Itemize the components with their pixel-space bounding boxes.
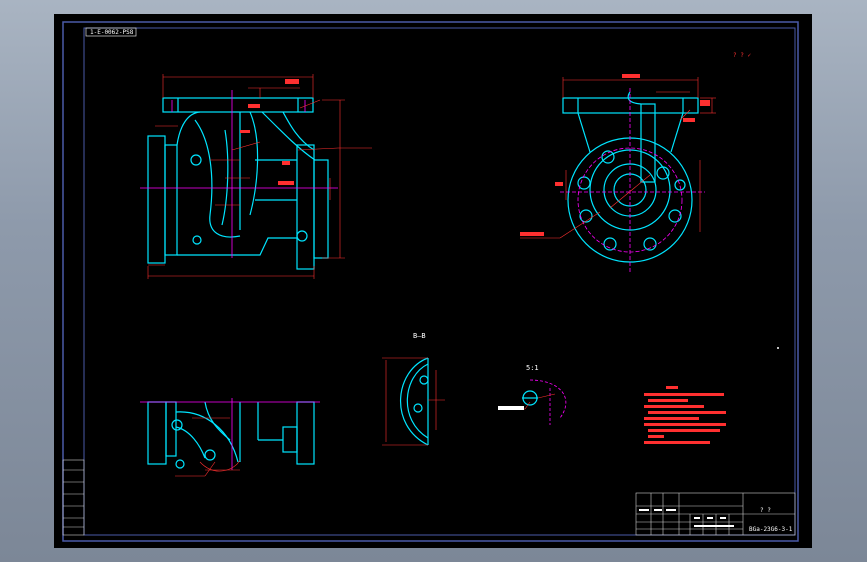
- front-view[interactable]: [140, 74, 372, 279]
- outer-border: [62, 21, 799, 542]
- drawing-number: BGa-23G6-3-1: [749, 526, 793, 533]
- drawing-code-label: 1-E-0062-PS8: [90, 29, 134, 36]
- title-block-fill-text: [639, 509, 734, 527]
- technical-notes: [644, 386, 726, 444]
- code-box: [85, 27, 137, 37]
- side-view[interactable]: [520, 74, 716, 272]
- inner-border: [83, 27, 796, 536]
- bottom-view[interactable]: [140, 398, 320, 477]
- section-label: B—B: [413, 332, 426, 340]
- drawing-viewport[interactable]: [54, 14, 812, 548]
- detail-5-1[interactable]: [498, 379, 567, 425]
- title-block-name: ? ?: [760, 507, 771, 514]
- title-block[interactable]: [635, 492, 796, 536]
- marker-dot: [777, 347, 779, 349]
- roughness-note: ? ? ✓: [733, 52, 752, 59]
- left-strip-table: [62, 459, 85, 536]
- section-b-b[interactable]: [382, 357, 445, 446]
- detail-scale-label: 5:1: [526, 364, 539, 372]
